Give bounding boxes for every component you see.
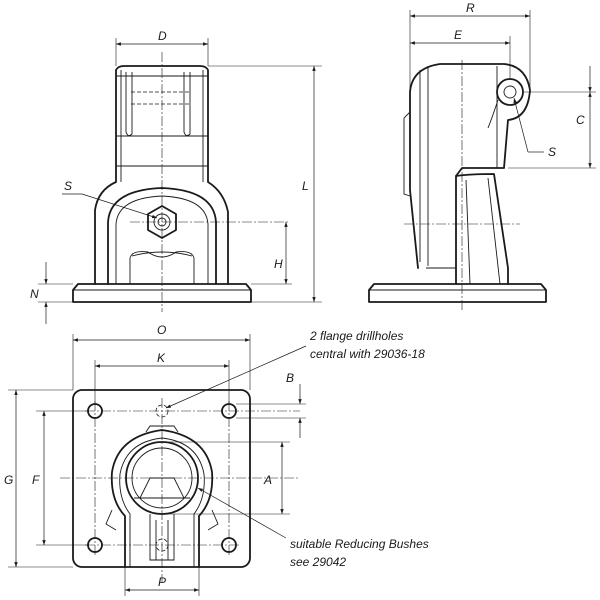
dim-label-g: G — [4, 473, 13, 487]
dim-label-e: E — [454, 28, 463, 42]
dim-label-r: R — [466, 1, 475, 15]
bushes-note-line2: see 29042 — [290, 555, 346, 569]
dimension-lines — [8, 10, 596, 596]
dim-label-c: C — [576, 113, 585, 127]
dim-label-p: P — [158, 575, 166, 589]
front-view — [72, 52, 290, 312]
side-view — [368, 60, 547, 312]
dim-label-n: N — [30, 287, 39, 301]
flange-note-line1: 2 flange drillholes — [309, 329, 403, 343]
dim-label-l: L — [302, 179, 309, 193]
bushes-note-line1: suitable Reducing Bushes — [290, 537, 429, 551]
dim-label-d: D — [158, 29, 167, 43]
dimension-labels: D S L H N R E C S O K B G F A P — [4, 1, 585, 589]
dim-label-a: A — [263, 473, 272, 487]
dim-label-b: B — [286, 371, 294, 385]
flange-note-line2: central with 29036-18 — [310, 347, 425, 361]
dim-label-o: O — [157, 323, 166, 337]
dim-label-h: H — [274, 257, 283, 271]
dim-label-s-front: S — [64, 179, 72, 193]
dim-label-k: K — [157, 351, 166, 365]
dim-label-f: F — [32, 473, 40, 487]
dim-label-s-side: S — [548, 145, 556, 159]
notes: 2 flange drillholes central with 29036-1… — [290, 329, 429, 569]
